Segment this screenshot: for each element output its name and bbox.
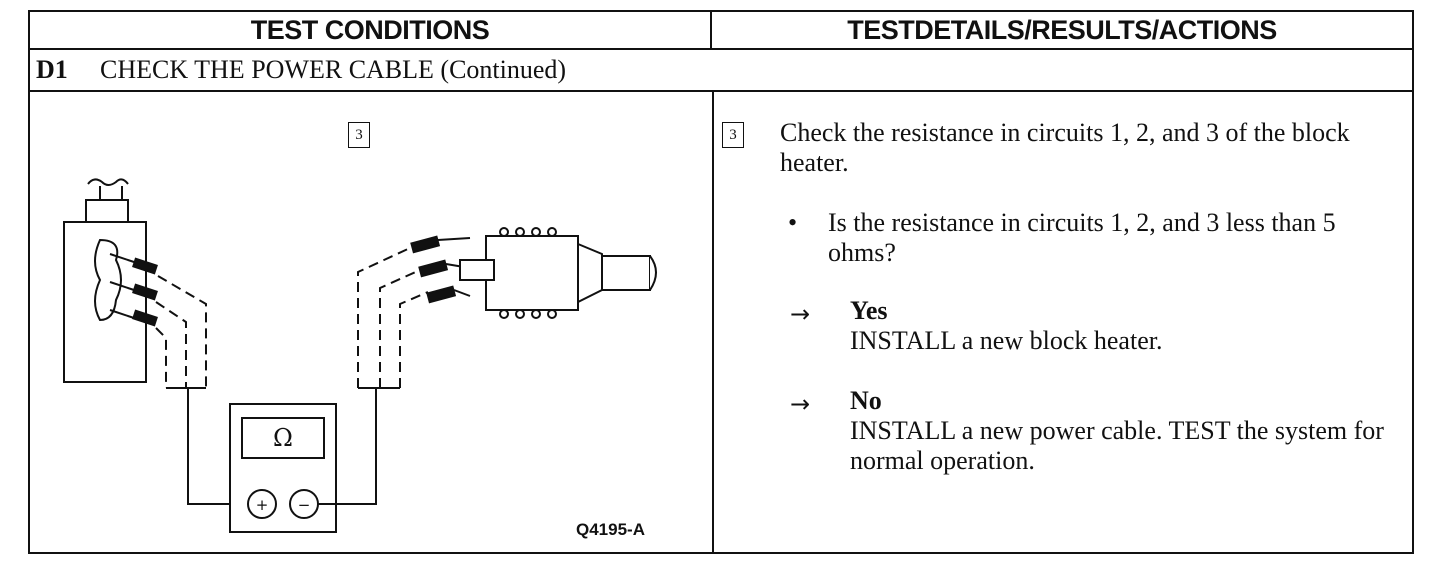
block-heater-illustration [63,178,158,383]
figure-code: Q4195-A [576,520,645,539]
power-cable-plug-illustration [459,227,657,319]
figure-step-box: 3 [348,122,370,148]
yes-label: Yes [850,296,888,325]
meter-minus: − [298,496,311,514]
meter-plus: + [256,496,269,514]
yes-action: INSTALL a new block heater. [850,326,1163,355]
meter-symbol: Ω [273,424,293,452]
bullet-mark: • [788,208,798,237]
section-row: D1 CHECK THE POWER CABLE (Continued) [30,50,1412,92]
wiring-diagram: Ω + − [63,178,657,533]
no-arrow: → [790,390,811,418]
wiring-figure: 3 [30,92,712,554]
section-title: CHECK THE POWER CABLE (Continued) [100,55,567,84]
no-label: No [850,386,882,415]
test-table: TEST CONDITIONS TESTDETAILS/RESULTS/ACTI… [28,10,1414,554]
instruction-text: Check the resistance in circuits 1, 2, a… [780,118,1350,177]
column-divider [712,92,714,554]
section-code: D1 [36,55,68,84]
question-text: Is the resistance in circuits 1, 2, and … [828,208,1336,267]
no-answer: No INSTALL a new power cable. TEST the s… [850,386,1390,476]
yes-answer: Yes INSTALL a new block heater. [850,296,1390,356]
header-test-details: TESTDETAILS/RESULTS/ACTIONS [712,12,1412,50]
header-test-conditions: TEST CONDITIONS [30,12,712,50]
details-step-box: 3 [722,122,744,148]
yes-arrow: → [790,300,811,328]
no-action: INSTALL a new power cable. TEST the syst… [850,416,1384,475]
ohmmeter-illustration [229,403,337,533]
